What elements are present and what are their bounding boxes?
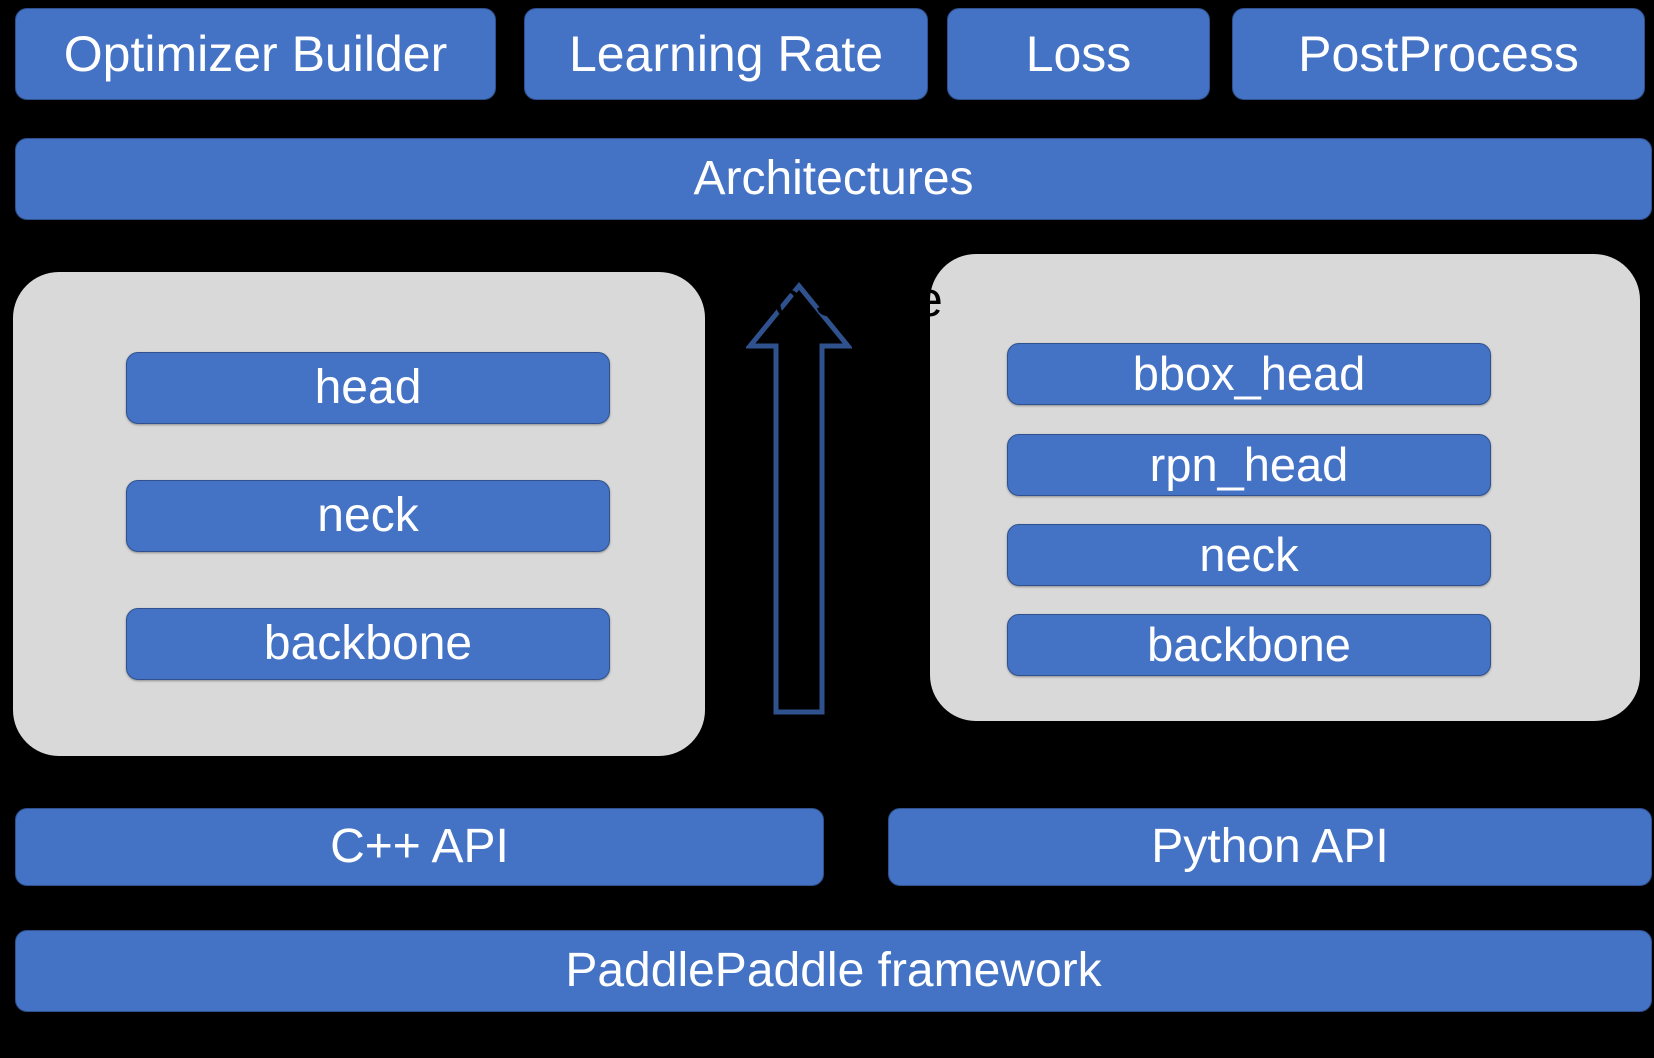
chip-loss[interactable]: Loss: [947, 8, 1210, 100]
module-two-stage-rpn-head[interactable]: rpn_head: [1007, 434, 1491, 496]
module-one-stage-neck-label: neck: [317, 488, 419, 542]
module-two-stage-backbone[interactable]: backbone: [1007, 614, 1491, 676]
module-one-stage-head-label: head: [314, 360, 422, 414]
module-two-stage-rpn-head-label: rpn_head: [1149, 438, 1349, 492]
module-two-stage-neck-label: neck: [1199, 528, 1299, 582]
chip-learning-rate[interactable]: Learning Rate: [524, 8, 928, 100]
bar-architectures-label: Architectures: [693, 151, 974, 205]
module-two-stage-bbox-head-label: bbox_head: [1132, 347, 1366, 401]
up-arrow-icon: [746, 282, 852, 715]
module-two-stage-bbox-head[interactable]: bbox_head: [1007, 343, 1491, 405]
card-one-stage-title: One Stage: [709, 273, 945, 327]
card-two-stage-title: Two Stage: [711, 273, 943, 327]
chip-optimizer-builder[interactable]: Optimizer Builder: [15, 8, 496, 100]
bar-paddlepaddle-framework-label: PaddlePaddle framework: [565, 943, 1102, 997]
chip-learning-rate-label: Learning Rate: [568, 25, 884, 82]
bar-cpp-api-label: C++ API: [330, 819, 509, 873]
bar-paddlepaddle-framework[interactable]: PaddlePaddle framework: [15, 930, 1652, 1012]
module-one-stage-head[interactable]: head: [126, 352, 610, 424]
bar-architectures[interactable]: Architectures: [15, 138, 1652, 220]
chip-postprocess-label: PostProcess: [1298, 25, 1579, 82]
module-one-stage-neck[interactable]: neck: [126, 480, 610, 552]
chip-postprocess[interactable]: PostProcess: [1232, 8, 1645, 100]
bar-python-api-label: Python API: [1151, 819, 1389, 873]
chip-loss-label: Loss: [1025, 25, 1132, 82]
bar-cpp-api[interactable]: C++ API: [15, 808, 824, 886]
module-two-stage-neck[interactable]: neck: [1007, 524, 1491, 586]
module-one-stage-backbone-label: backbone: [263, 616, 473, 670]
chip-optimizer-builder-label: Optimizer Builder: [63, 25, 448, 82]
module-one-stage-backbone[interactable]: backbone: [126, 608, 610, 680]
module-two-stage-backbone-label: backbone: [1147, 618, 1351, 672]
bar-python-api[interactable]: Python API: [888, 808, 1652, 886]
